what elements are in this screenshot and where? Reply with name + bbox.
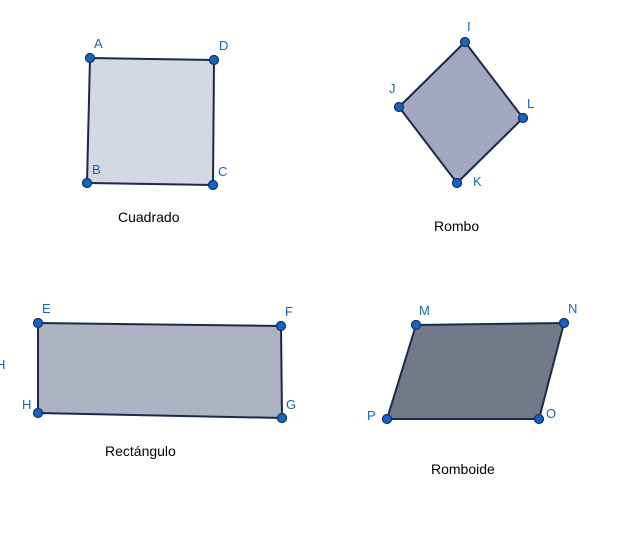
label-d: D <box>219 38 228 53</box>
rombo-polygon[interactable] <box>398 41 524 184</box>
label-l: L <box>527 96 534 111</box>
label-h: H <box>22 397 31 412</box>
label-f: F <box>285 304 293 319</box>
vertex-k[interactable] <box>451 177 463 189</box>
label-h-fragment: H <box>0 357 5 372</box>
vertex-a[interactable] <box>84 52 96 64</box>
vertex-j[interactable] <box>393 101 405 113</box>
label-o: O <box>546 406 556 421</box>
label-k: K <box>473 174 482 189</box>
vertex-m[interactable] <box>410 319 422 331</box>
vertex-h[interactable] <box>32 407 44 419</box>
label-n: N <box>568 301 577 316</box>
label-j: J <box>389 81 396 96</box>
romboide-polygon[interactable] <box>386 322 565 420</box>
shape-rombo: I L K J Rombo <box>389 19 534 234</box>
label-g: G <box>286 397 296 412</box>
label-i: I <box>467 19 471 34</box>
vertex-b[interactable] <box>81 177 93 189</box>
label-p: P <box>367 408 376 423</box>
caption-cuadrado: Cuadrado <box>118 209 180 225</box>
cuadrado-polygon[interactable] <box>86 57 215 186</box>
shape-cuadrado: A D C B Cuadrado <box>81 36 228 225</box>
vertex-g[interactable] <box>276 412 288 424</box>
caption-rombo: Rombo <box>434 218 479 234</box>
vertex-e[interactable] <box>32 317 44 329</box>
shape-rectangulo: E F G H H Rectángulo <box>0 301 296 459</box>
vertex-n[interactable] <box>558 317 570 329</box>
vertex-d[interactable] <box>208 54 220 66</box>
label-b: B <box>92 162 101 177</box>
vertex-c[interactable] <box>207 179 219 191</box>
rectangulo-polygon[interactable] <box>37 322 283 419</box>
vertex-o[interactable] <box>533 413 545 425</box>
label-m: M <box>419 303 430 318</box>
caption-rectangulo: Rectángulo <box>105 443 176 459</box>
shape-romboide: M N O P Romboide <box>367 301 577 477</box>
vertex-l[interactable] <box>517 112 529 124</box>
caption-romboide: Romboide <box>431 461 495 477</box>
label-c: C <box>218 164 227 179</box>
vertex-f[interactable] <box>275 320 287 332</box>
vertex-p[interactable] <box>381 413 393 425</box>
label-a: A <box>94 36 103 51</box>
label-e: E <box>42 301 51 316</box>
vertex-i[interactable] <box>459 36 471 48</box>
